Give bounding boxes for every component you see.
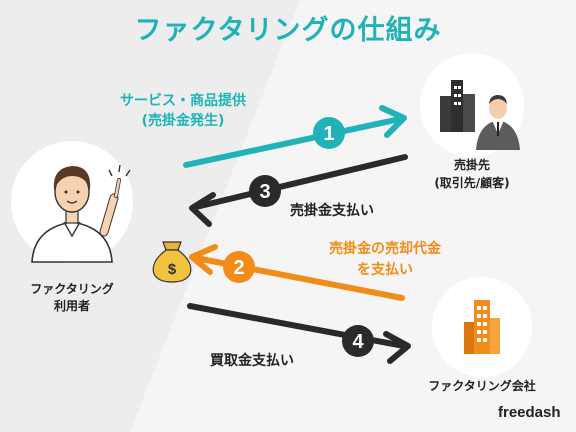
step-badge-4: 4 [342,325,374,357]
svg-text:$: $ [168,261,177,278]
step-badge-1: 1 [313,117,345,149]
party-client-line2: (取引先/顧客) [434,176,510,190]
page-title: ファクタリングの仕組み [134,15,442,46]
person-icon [11,141,133,263]
svg-text:1: 1 [323,123,334,145]
brand-logo: freedash [498,404,561,421]
step-badge-2: 2 [223,251,255,283]
label-sale-line1: 売掛金の売却代金 [329,241,441,257]
svg-text:2: 2 [233,257,244,279]
label-payment-from-client: 売掛金支払い [290,203,374,219]
arrow-payment-from-client [189,154,408,227]
label-sale-line2: を支払い [357,262,413,278]
label-service-line1: サービス・商品提供 [120,93,246,109]
party-client-line1: 売掛先 [453,158,490,172]
label-payment-to-company: 買取金支払い [210,353,294,369]
client-icon [420,53,524,157]
factoring-company-icon [432,277,532,377]
arrow-service [183,105,407,168]
party-factoring-company: ファクタリング会社 [428,379,536,393]
svg-text:3: 3 [259,181,270,203]
label-service-line2: (売掛金発生) [141,113,225,129]
party-user-line1: ファクタリング [30,282,114,296]
party-user-line2: 利用者 [53,299,90,313]
money-bag-icon: $ [152,241,192,283]
svg-text:4: 4 [352,331,364,353]
step-badge-3: 3 [249,175,281,207]
